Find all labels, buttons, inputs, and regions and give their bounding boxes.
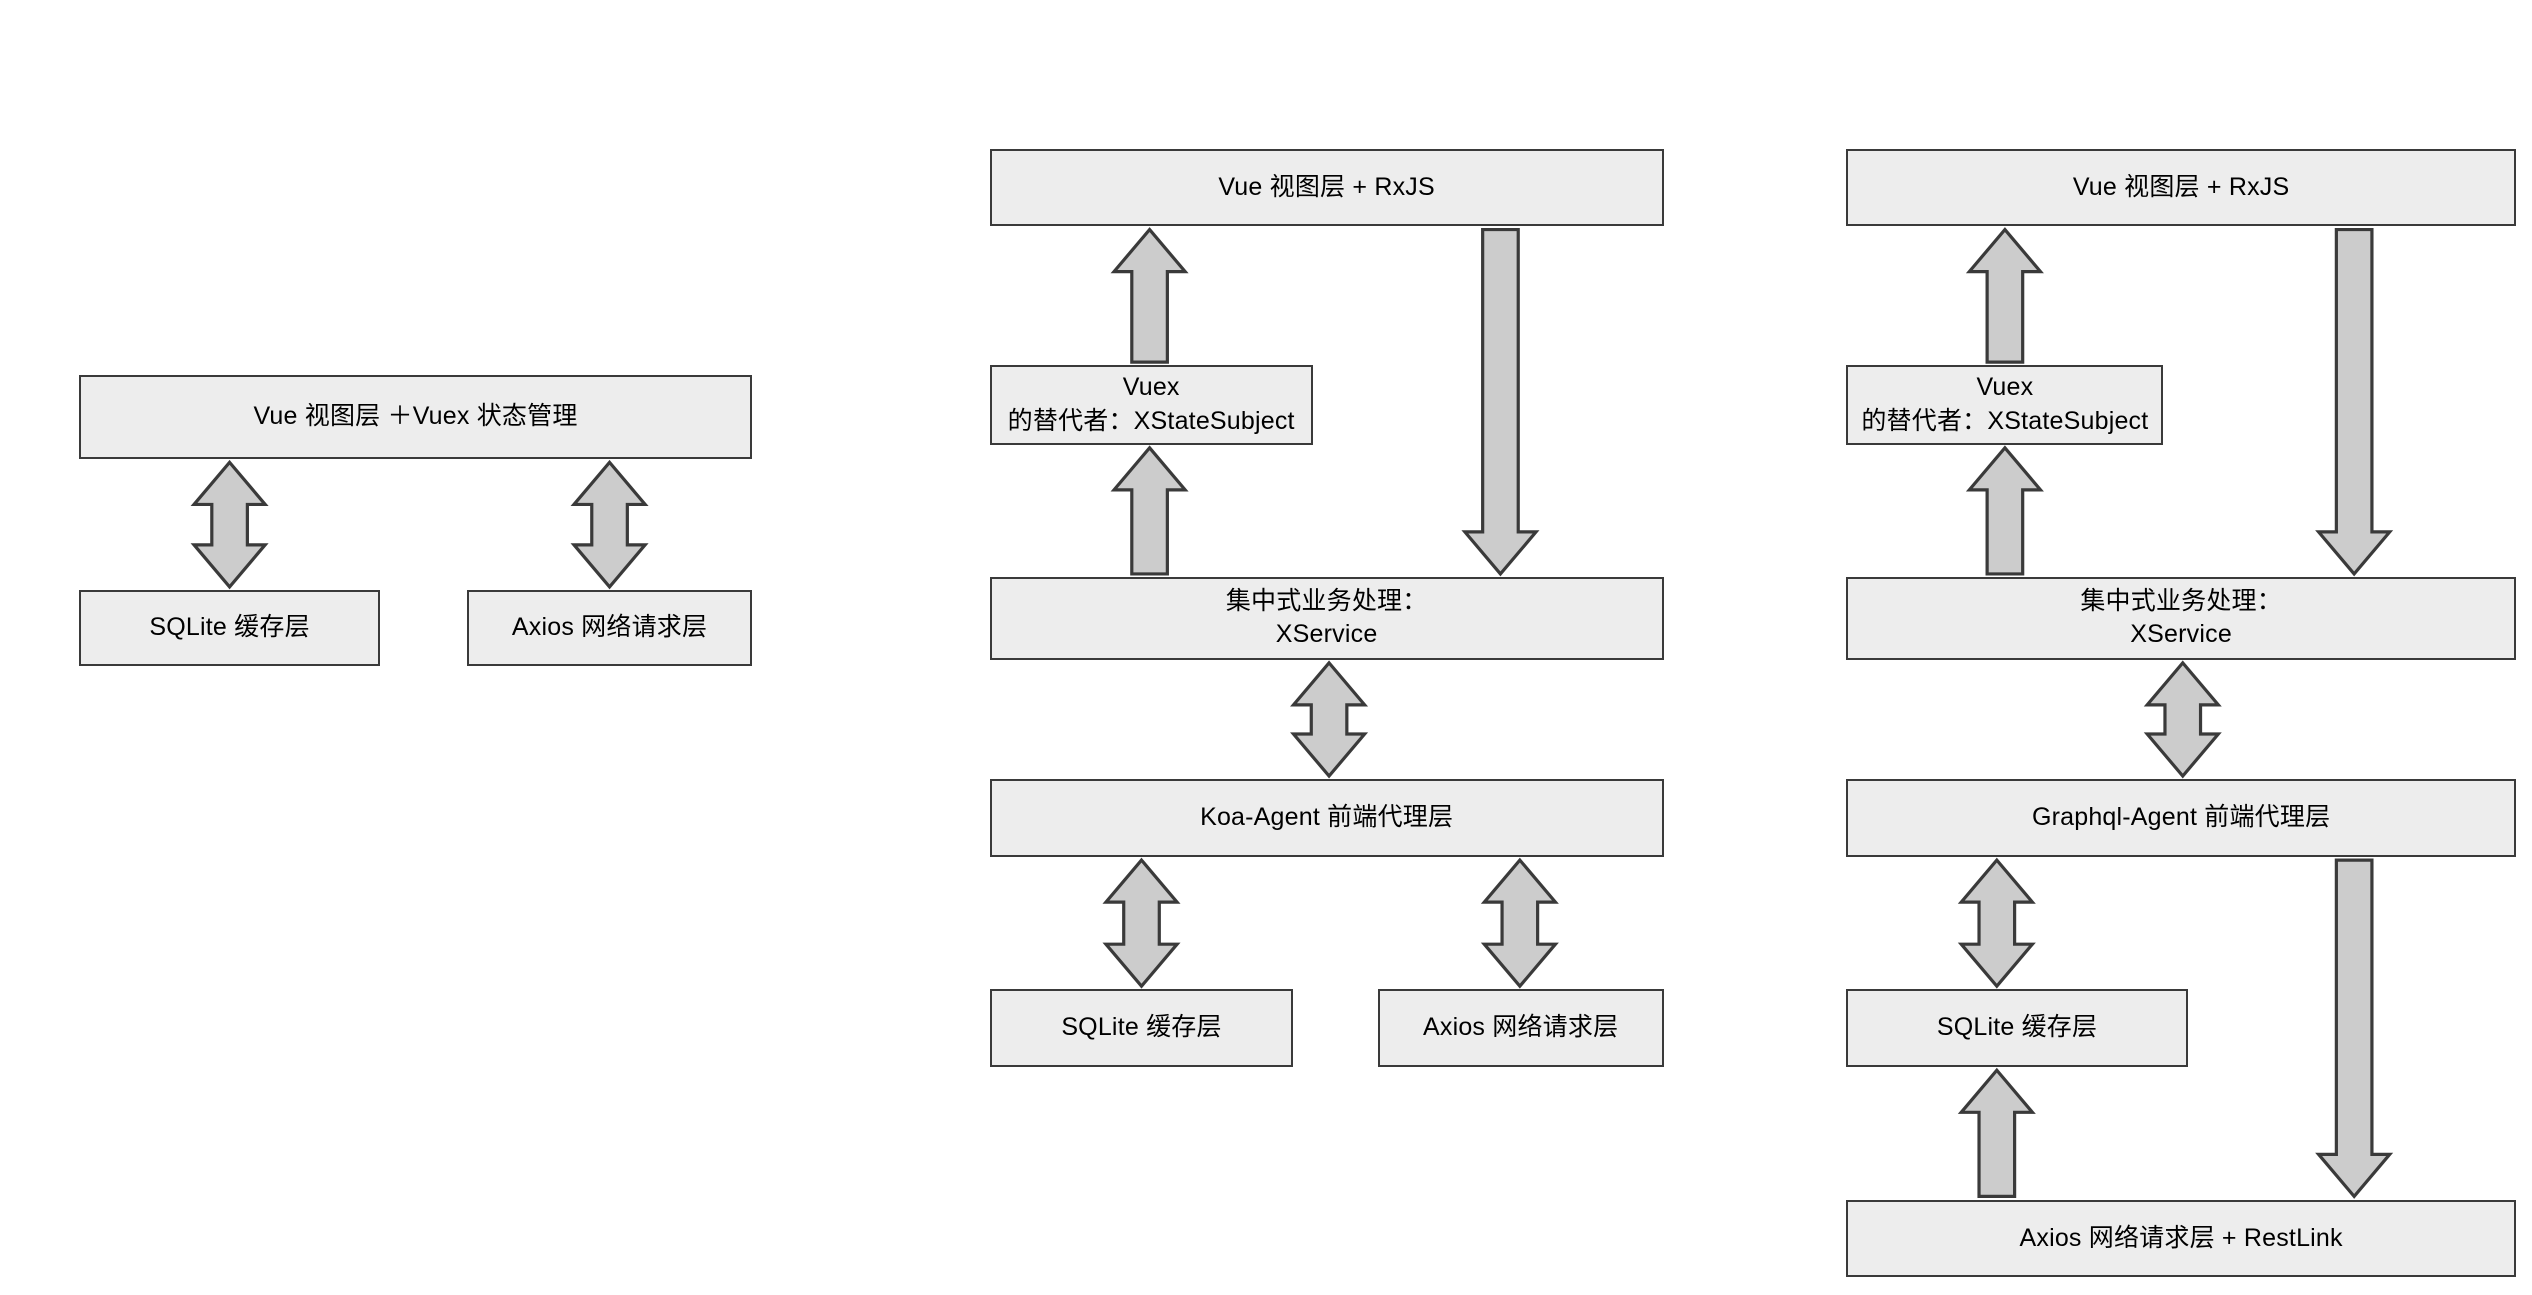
node-label: Axios 网络请求层 + RestLink [2019, 1223, 2343, 1252]
node-c2-xservice: 集中式业务处理： XService [989, 577, 1664, 660]
node-label: Axios 网络请求层 [511, 613, 708, 642]
arrow-c3-arrow-vuex-view [1965, 227, 2044, 364]
node-c3-graphql: Graphql-Agent 前端代理层 [1846, 779, 2516, 857]
arrow-c1-arrow-view-axios [570, 459, 649, 590]
node-label: Vue 视图层 ＋Vuex 状态管理 [253, 402, 578, 431]
node-c3-sqlite: SQLite 缓存层 [1846, 989, 2188, 1068]
node-label: Graphql-Agent 前端代理层 [2031, 803, 2331, 832]
arrow-c1-arrow-view-sqlite [190, 459, 269, 590]
node-label: Vue 视图层 + RxJS [1218, 172, 1435, 201]
node-label: 集中式业务处理： XService [1225, 586, 1428, 649]
node-label: Koa-Agent 前端代理层 [1200, 803, 1454, 832]
node-label: SQLite 缓存层 [1936, 1013, 2098, 1042]
arrow-c2-arrow-view-xservice [1461, 227, 1540, 577]
arrow-c3-arrow-xservice-vuex [1965, 445, 2044, 576]
arrow-c2-arrow-koa-axios [1480, 857, 1559, 989]
node-label: Axios 网络请求层 [1423, 1013, 1619, 1042]
node-c1-axios: Axios 网络请求层 [467, 590, 752, 667]
node-label: SQLite 缓存层 [149, 613, 310, 642]
arrow-c3-arrow-axios-sqlite [1957, 1067, 2036, 1198]
arrow-c3-arrow-graphql-axios [2315, 858, 2394, 1199]
node-c2-axios: Axios 网络请求层 [1377, 989, 1664, 1068]
node-c3-xservice: 集中式业务处理： XService [1846, 577, 2516, 660]
arrow-c2-arrow-xservice-koa [1290, 660, 1369, 779]
node-c3-vuex: Vuex 的替代者：XStateSubject [1846, 365, 2164, 445]
node-c3-view: Vue 视图层 + RxJS [1846, 148, 2516, 227]
arrow-c3-arrow-view-xservice [2315, 227, 2394, 577]
node-label: Vue 视图层 + RxJS [2072, 172, 2290, 201]
arrow-c2-arrow-koa-sqlite [1102, 857, 1181, 989]
node-c2-vuex: Vuex 的替代者：XStateSubject [989, 365, 1313, 445]
node-c1-sqlite: SQLite 缓存层 [79, 590, 380, 667]
arrow-c3-arrow-xservice-graphql [2143, 660, 2222, 779]
node-c3-axios: Axios 网络请求层 + RestLink [1846, 1199, 2516, 1278]
node-label: SQLite 缓存层 [1061, 1013, 1222, 1042]
node-c2-view: Vue 视图层 + RxJS [989, 148, 1664, 227]
arrow-c3-arrow-graphql-sqlite [1957, 857, 2036, 989]
node-c2-sqlite: SQLite 缓存层 [989, 989, 1294, 1068]
node-label: Vuex 的替代者：XStateSubject [1007, 373, 1295, 435]
arrow-c2-arrow-vuex-view [1110, 227, 1189, 364]
node-label: 集中式业务处理： XService [2080, 586, 2282, 649]
node-c2-koa: Koa-Agent 前端代理层 [989, 779, 1664, 857]
node-label: Vuex 的替代者：XStateSubject [1861, 373, 2149, 435]
arrow-c2-arrow-xservice-vuex [1110, 445, 1189, 576]
node-c1-view: Vue 视图层 ＋Vuex 状态管理 [79, 375, 752, 460]
